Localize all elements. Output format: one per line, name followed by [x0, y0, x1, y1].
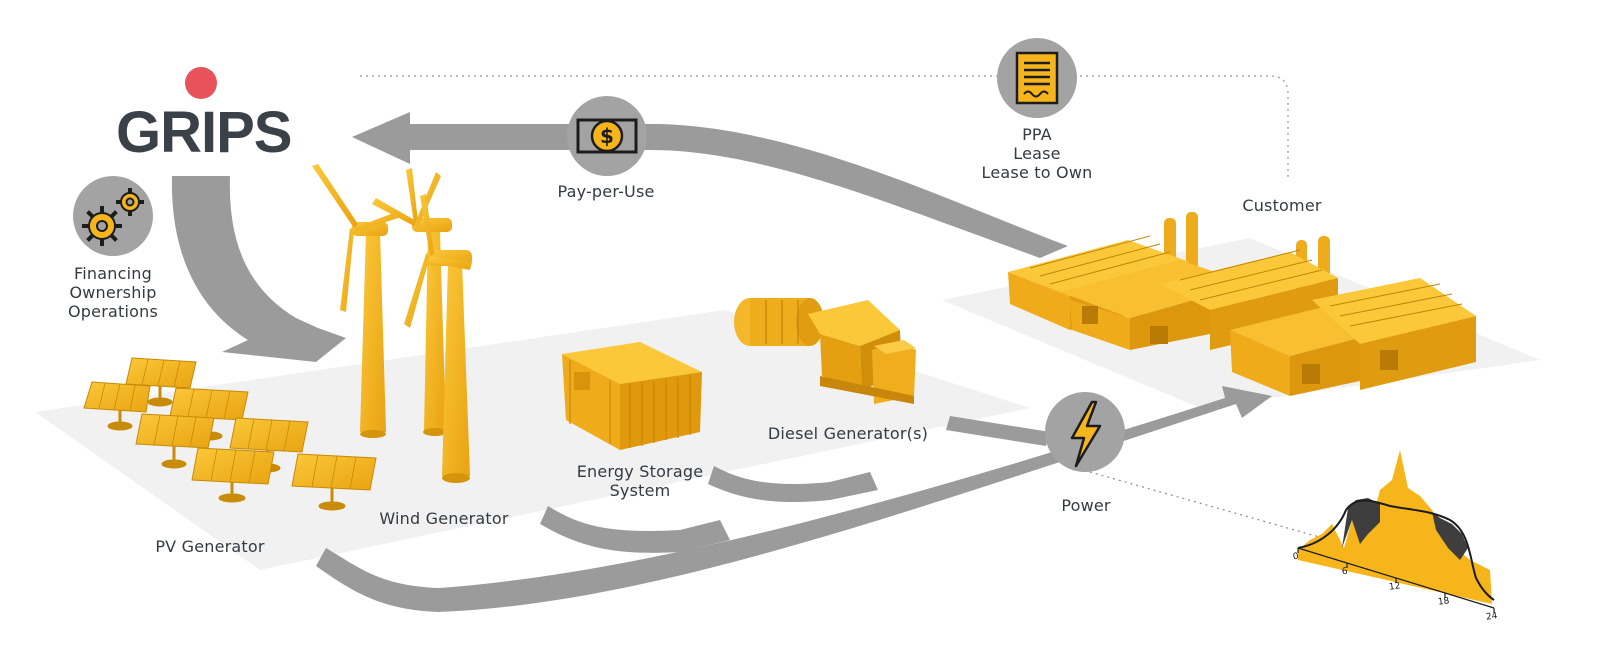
- diesel-feed-arrow-2: [946, 416, 1050, 446]
- wind-turbine: [312, 164, 398, 438]
- contracts-label: PPA Lease Lease to Own: [967, 125, 1107, 182]
- ppa-line: PPA: [1022, 125, 1052, 144]
- lease-line: Lease: [1013, 144, 1061, 163]
- diesel-area: [1342, 498, 1380, 548]
- energy-storage-container: [562, 342, 702, 450]
- wind-generator-label: Wind Generator: [379, 509, 509, 528]
- storage-feed-arrow: [540, 506, 730, 553]
- pv-grid-lines: [98, 358, 357, 490]
- chart-tick-label: 0: [1292, 551, 1300, 563]
- contract-dotted-line: [360, 75, 1289, 178]
- contract-document-icon: [997, 38, 1077, 118]
- grips-down-arrow: [171, 176, 346, 362]
- pay-per-use-label: Pay-per-Use: [557, 182, 655, 201]
- diesel-generator-label: Diesel Generator(s): [767, 424, 929, 443]
- lightning-bolt-icon: [1045, 392, 1125, 472]
- power-label: Power: [1061, 496, 1111, 515]
- customer-label: Customer: [1242, 196, 1322, 215]
- grips-logo-dot: [185, 67, 217, 99]
- grips-logo: GRIPS: [116, 100, 292, 165]
- wind-turbine: [372, 168, 452, 436]
- diesel-feed-arrow: [708, 466, 878, 503]
- chart-ticks: [1297, 548, 1495, 613]
- chart-tick-label: 18: [1437, 596, 1451, 608]
- chart-tick-label: 12: [1388, 581, 1402, 593]
- energy-storage-line: Energy Storage: [576, 462, 704, 481]
- dollar-bill-icon: $: [567, 96, 647, 176]
- operations-line: Operations: [68, 302, 158, 321]
- energy-storage-label: Energy Storage System: [570, 462, 710, 500]
- pv-generator-arrays: [83, 357, 377, 511]
- pv-generator-label: PV Generator: [155, 537, 265, 556]
- load-curve: [1297, 499, 1495, 601]
- gears-icon: [73, 176, 153, 256]
- power-chart-dotted-line: [1089, 471, 1331, 541]
- wind-turbine: [404, 194, 472, 483]
- financing-line: Financing: [74, 264, 152, 283]
- wind-generator-turbines: [312, 164, 472, 483]
- customer-factory: [1008, 212, 1476, 396]
- lease-to-own-line: Lease to Own: [981, 163, 1093, 182]
- ownership-line: Ownership: [69, 283, 157, 302]
- site-platform: [35, 310, 1030, 570]
- load-profile-chart: [1297, 450, 1495, 613]
- payment-arrow: [352, 112, 1068, 258]
- financing-label: Financing Ownership Operations: [53, 264, 173, 321]
- chart-tick-label: 6: [1341, 566, 1349, 578]
- system-line: System: [609, 481, 671, 500]
- svg-text:$: $: [600, 124, 614, 148]
- power-arrow: [316, 386, 1272, 612]
- diesel-generator: [734, 298, 916, 404]
- chart-tick-label: 24: [1485, 611, 1499, 623]
- diesel-area: [1432, 512, 1468, 560]
